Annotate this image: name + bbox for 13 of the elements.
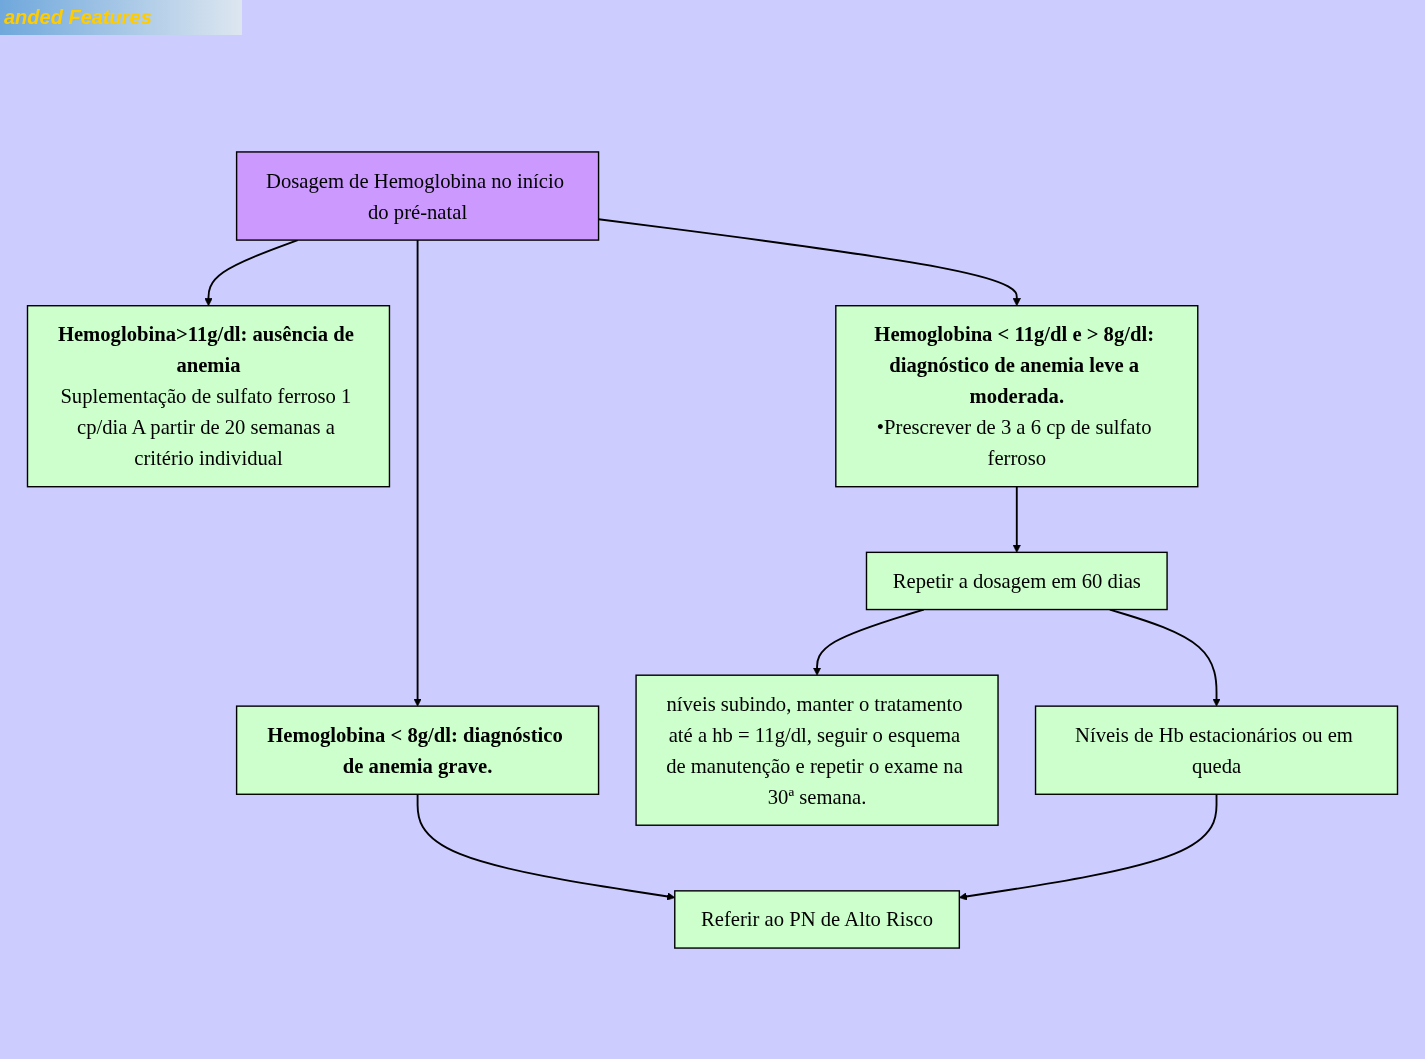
arrow xyxy=(1108,608,1221,707)
node-box: níveis subindo, manter o tratamento até a hb = 11g/dl, seguir o esquema de manutenção e repetir o exame na 30ª semana. xyxy=(635,674,999,826)
node-box: Níveis de Hb estacionários ou em queda xyxy=(1034,705,1399,795)
node-box: Hemoglobina>11g/dl: ausência de anemia Suplementação de sulfato ferroso 1 cp/dia A partir de 20 semanas a critério individual xyxy=(26,305,391,488)
node-box: Referir ao PN de Alto Risco xyxy=(674,890,961,949)
node-box: Hemoglobina < 11g/dl e > 8g/dl: diagnóstico de anemia leve a moderada. •Prescrever de 3 a 6 cp de sulfato ferroso xyxy=(835,305,1199,488)
arrow xyxy=(413,239,422,707)
arrow xyxy=(812,608,925,676)
node-box: Repetir a dosagem em 60 dias xyxy=(865,551,1168,611)
arrow xyxy=(1012,485,1021,553)
banner-text: anded Features xyxy=(0,0,242,35)
node-box: Hemoglobina < 8g/dl: diagnóstico de anemia grave. xyxy=(235,705,600,795)
node-box: Dosagem de Hemoglobina no início do pré-natal xyxy=(235,151,600,241)
